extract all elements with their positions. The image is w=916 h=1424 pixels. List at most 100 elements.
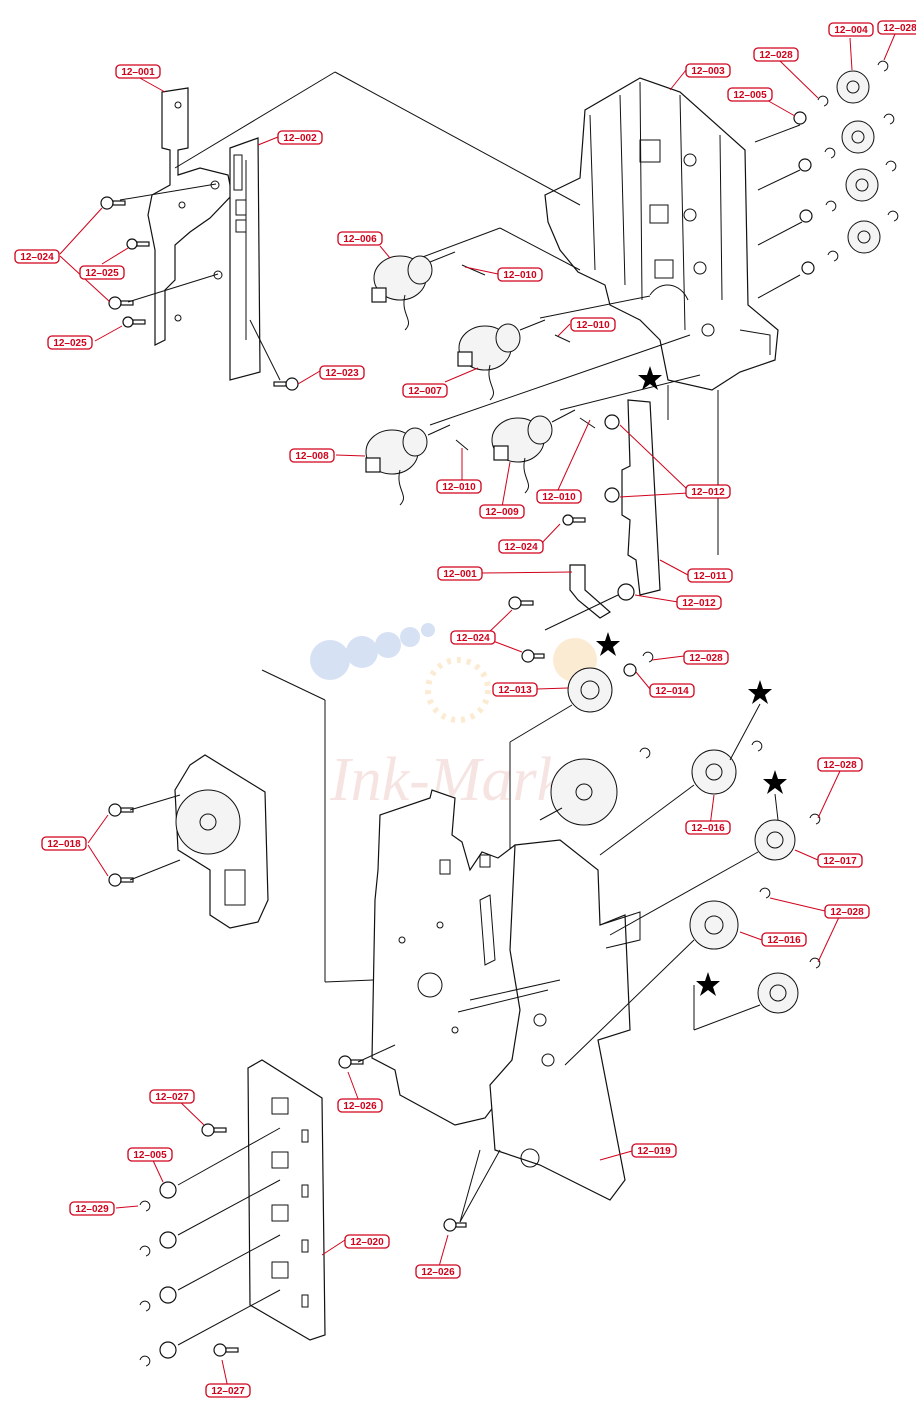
bracket-12-001	[147, 87, 233, 346]
callout-label: 12–024	[504, 542, 538, 553]
callout-label: 12–006	[343, 234, 377, 245]
callout-label: 12–010	[576, 320, 610, 331]
callout-label: 12–016	[767, 935, 801, 946]
callout-label: 12–028	[823, 760, 857, 771]
callout-box	[761, 932, 807, 947]
callout-box	[127, 1147, 173, 1162]
callout-box	[685, 820, 731, 835]
callout-c02: 12–002	[277, 130, 323, 145]
callout-box	[817, 853, 863, 868]
callout-box	[79, 265, 125, 280]
callout-box	[687, 568, 733, 583]
callout-c05: 12–028	[753, 47, 799, 62]
callout-label: 12–009	[485, 507, 519, 518]
callout-c03: 12–003	[685, 63, 731, 78]
star-icon	[596, 632, 620, 656]
motor-12-008	[365, 424, 469, 506]
callout-box	[436, 479, 482, 494]
callout-label: 12–026	[421, 1267, 455, 1278]
callout-label: 12–012	[682, 598, 716, 609]
callout-box	[649, 683, 695, 698]
callout-c30: 12–018	[41, 836, 87, 851]
callout-label: 12–024	[456, 633, 490, 644]
callout-label: 12–013	[498, 685, 532, 696]
plate-12-020	[139, 1059, 326, 1367]
callout-labels: 12–001 12–002 12–003 12–004 12–028 12–028 12–0…	[14, 20, 916, 1398]
star-icon	[696, 972, 720, 996]
callout-box	[415, 1264, 461, 1279]
callout-label: 12–026	[343, 1101, 377, 1112]
callout-label: 12–025	[53, 338, 87, 349]
callout-label: 12–028	[759, 50, 793, 61]
gears-right-column	[793, 60, 899, 275]
bracket-12-011	[508, 399, 661, 663]
callout-box	[479, 504, 525, 519]
callout-label: 12–002	[283, 133, 317, 144]
callout-c26: 12–028	[683, 650, 729, 665]
callout-c31: 12–016	[685, 820, 731, 835]
callout-label: 12–027	[211, 1386, 245, 1397]
callout-c17: 12–010	[436, 479, 482, 494]
callout-box	[753, 47, 799, 62]
callout-c22: 12–001	[437, 566, 483, 581]
screws-12-026	[338, 1044, 501, 1232]
callout-box	[205, 1383, 251, 1398]
callout-label: 12–012	[691, 487, 725, 498]
callout-box	[685, 63, 731, 78]
callout-c24: 12–012	[676, 595, 722, 610]
callout-c14: 12–025	[47, 335, 93, 350]
callout-c08: 12–006	[337, 231, 383, 246]
callout-c04: 12–004	[828, 22, 874, 37]
callout-box	[817, 757, 863, 772]
callout-box	[437, 566, 483, 581]
callout-c23: 12–011	[687, 568, 733, 583]
callout-label: 12–016	[691, 823, 725, 834]
callout-label: 12–005	[733, 90, 767, 101]
callout-label: 12–007	[408, 386, 442, 397]
gear-chassis	[539, 758, 618, 826]
callout-label: 12–018	[47, 839, 81, 850]
callout-box	[536, 489, 582, 504]
callout-label: 12–025	[85, 268, 119, 279]
callout-label: 12–008	[295, 451, 329, 462]
gear-12-013	[509, 651, 654, 960]
callout-c13: 12–025	[79, 265, 125, 280]
callout-box	[41, 836, 87, 851]
callout-box	[683, 650, 729, 665]
callout-label: 12–014	[655, 686, 689, 697]
callout-box	[289, 448, 335, 463]
callout-c41: 12–026	[415, 1264, 461, 1279]
callout-box	[115, 64, 161, 79]
callout-label: 12–027	[155, 1092, 189, 1103]
callout-c20: 12–012	[685, 484, 731, 499]
callout-box	[685, 484, 731, 499]
callout-c37: 12–005	[127, 1147, 173, 1162]
callout-box	[877, 20, 916, 35]
callout-box	[727, 87, 773, 102]
callout-label: 12–017	[823, 856, 857, 867]
motor-12-006	[371, 251, 486, 331]
callout-c28: 12–014	[649, 683, 695, 698]
callout-c25: 12–024	[450, 630, 496, 645]
callout-c38: 12–019	[631, 1143, 677, 1158]
callout-label: 12–028	[689, 653, 723, 664]
callout-label: 12–010	[442, 482, 476, 493]
callout-box	[824, 904, 870, 919]
callout-box	[492, 682, 538, 697]
callout-c07: 12–005	[727, 87, 773, 102]
callout-box	[149, 1089, 195, 1104]
callout-label: 12–029	[75, 1204, 109, 1215]
callout-c36: 12–026	[337, 1098, 383, 1113]
callout-label: 12–028	[883, 23, 916, 34]
callout-box	[450, 630, 496, 645]
star-icon	[763, 770, 787, 794]
callout-c35: 12–027	[149, 1089, 195, 1104]
callout-label: 12–001	[443, 569, 477, 580]
callout-box	[47, 335, 93, 350]
motor-12-009	[491, 409, 596, 494]
callout-label: 12–003	[691, 66, 725, 77]
callout-box	[570, 317, 616, 332]
callout-leaders	[59, 33, 896, 1389]
assembly-lines-top	[174, 71, 803, 555]
